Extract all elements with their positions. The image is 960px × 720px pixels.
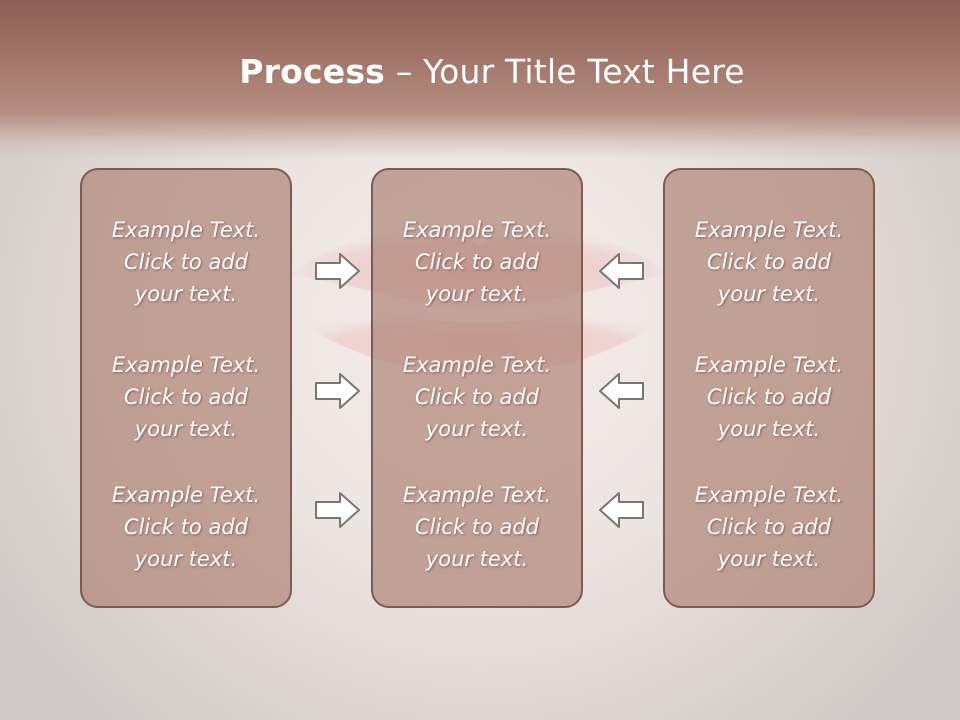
slide-title-bold: Process xyxy=(239,52,386,91)
process-box-middle[interactable]: Example Text. Click to add your text. Ex… xyxy=(371,168,583,608)
box-text[interactable]: Example Text. Click to add your text. xyxy=(402,483,552,571)
box-text[interactable]: Example Text. Click to add your text. xyxy=(402,218,552,306)
box-text[interactable]: Example Text. Click to add your text. xyxy=(694,483,844,571)
slide-title[interactable]: Process – Your Title Text Here xyxy=(0,52,960,91)
box-text[interactable]: Example Text. Click to add your text. xyxy=(402,353,552,441)
arrow-left-icon xyxy=(599,373,644,409)
box-text[interactable]: Example Text. Click to add your text. xyxy=(111,483,261,571)
process-box-left[interactable]: Example Text. Click to add your text. Ex… xyxy=(80,168,292,608)
arrow-left-icon xyxy=(599,492,644,528)
slide-title-rest: – Your Title Text Here xyxy=(385,52,745,91)
box-text[interactable]: Example Text. Click to add your text. xyxy=(111,353,261,441)
process-box-right[interactable]: Example Text. Click to add your text. Ex… xyxy=(663,168,875,608)
box-text[interactable]: Example Text. Click to add your text. xyxy=(694,353,844,441)
box-text[interactable]: Example Text. Click to add your text. xyxy=(694,218,844,306)
arrow-right-icon xyxy=(315,492,360,528)
box-text[interactable]: Example Text. Click to add your text. xyxy=(111,218,261,306)
title-band xyxy=(0,0,960,160)
arrow-left-icon xyxy=(599,253,644,289)
arrow-right-icon xyxy=(315,253,360,289)
arrow-right-icon xyxy=(315,373,360,409)
